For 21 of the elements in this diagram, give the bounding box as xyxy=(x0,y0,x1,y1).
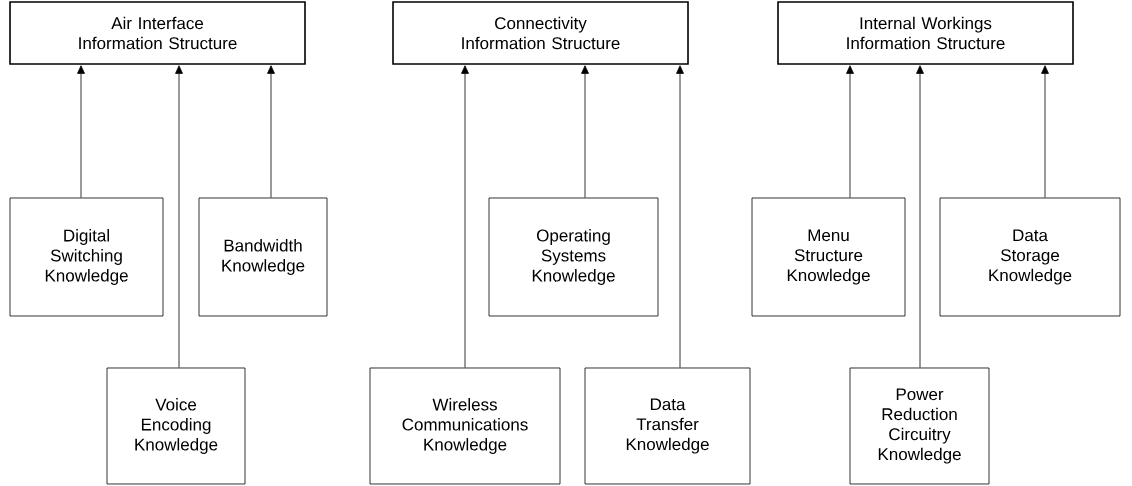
knowledge-box: Digital Switching Knowledge xyxy=(9,197,164,317)
structure-box: Air Interface Information Structure xyxy=(9,1,306,65)
knowledge-box: Bandwidth Knowledge xyxy=(198,197,328,317)
arrow xyxy=(77,65,85,198)
knowledge-box: Voice Encoding Knowledge xyxy=(106,367,246,485)
arrow xyxy=(461,65,469,368)
arrow xyxy=(676,65,684,368)
arrow xyxy=(581,65,589,198)
knowledge-box: Wireless Communications Knowledge xyxy=(369,367,561,485)
structure-box: Connectivity Information Structure xyxy=(392,1,689,65)
arrow xyxy=(846,65,854,198)
structure-box: Internal Workings Information Structure xyxy=(777,1,1074,65)
arrow xyxy=(1041,65,1049,198)
knowledge-box: Power Reduction Circuitry Knowledge xyxy=(849,367,990,485)
knowledge-box: Data Transfer Knowledge xyxy=(584,367,751,485)
knowledge-box: Operating Systems Knowledge xyxy=(488,197,659,317)
arrow xyxy=(916,65,924,368)
arrow xyxy=(267,65,275,198)
knowledge-box: Data Storage Knowledge xyxy=(939,197,1121,317)
arrow xyxy=(175,65,183,368)
knowledge-box: Menu Structure Knowledge xyxy=(751,197,906,317)
